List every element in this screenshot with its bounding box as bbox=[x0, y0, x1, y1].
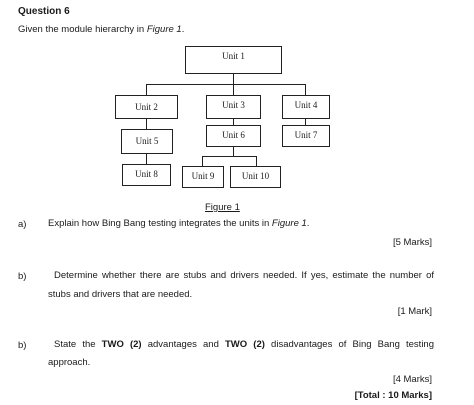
connector-line bbox=[146, 84, 147, 95]
part-b2-text-line1: State the TWO (2) advantages and TWO (2)… bbox=[54, 339, 434, 350]
part-b1-text-line2: stubs and drivers that are needed. bbox=[48, 289, 193, 300]
connector-line bbox=[256, 156, 257, 166]
connector-line bbox=[233, 84, 234, 95]
connector-line bbox=[233, 119, 234, 125]
unit-box-7: Unit 7 bbox=[282, 125, 330, 147]
unit-box-3: Unit 3 bbox=[206, 95, 261, 119]
unit-box-6: Unit 6 bbox=[206, 125, 261, 147]
module-hierarchy-diagram: Unit 1 Unit 2 Unit 3 Unit 4 Unit 5 Unit … bbox=[115, 46, 330, 188]
question-title: Question 6 bbox=[18, 6, 70, 17]
part-b2-marks: [4 Marks] bbox=[392, 374, 432, 385]
unit-box-10: Unit 10 bbox=[230, 166, 281, 188]
part-a-label: a) bbox=[18, 219, 27, 230]
connector-line bbox=[305, 84, 306, 95]
part-a-text: Explain how Bing Bang testing integrates… bbox=[48, 218, 310, 229]
unit-box-5: Unit 5 bbox=[121, 129, 173, 154]
part-b1-marks: [1 Mark] bbox=[397, 306, 432, 317]
part-b1-text-line1: Determine whether there are stubs and dr… bbox=[54, 270, 434, 281]
unit-box-4: Unit 4 bbox=[282, 95, 330, 119]
part-b1-label: b) bbox=[18, 271, 27, 282]
part-a-marks: [5 Marks] bbox=[392, 237, 432, 248]
question-intro: Given the module hierarchy in Figure 1. bbox=[18, 24, 185, 35]
figure-reference: Figure 1 bbox=[146, 24, 182, 35]
unit-box-1: Unit 1 bbox=[185, 46, 282, 74]
connector-line bbox=[146, 154, 147, 164]
connector-line bbox=[233, 74, 234, 84]
unit-box-9: Unit 9 bbox=[182, 166, 224, 188]
connector-line bbox=[146, 119, 147, 129]
unit-box-2: Unit 2 bbox=[115, 95, 178, 119]
connector-line bbox=[146, 84, 305, 85]
part-b2-text-line2: approach. bbox=[48, 357, 91, 368]
total-marks: [Total : 10 Marks] bbox=[354, 390, 432, 401]
connector-line bbox=[305, 119, 306, 125]
part-b2-label: b) bbox=[18, 340, 27, 351]
unit-box-8: Unit 8 bbox=[122, 164, 171, 186]
connector-line bbox=[233, 147, 234, 156]
connector-line bbox=[202, 156, 257, 157]
connector-line bbox=[202, 156, 203, 166]
figure-caption: Figure 1 bbox=[205, 202, 240, 213]
